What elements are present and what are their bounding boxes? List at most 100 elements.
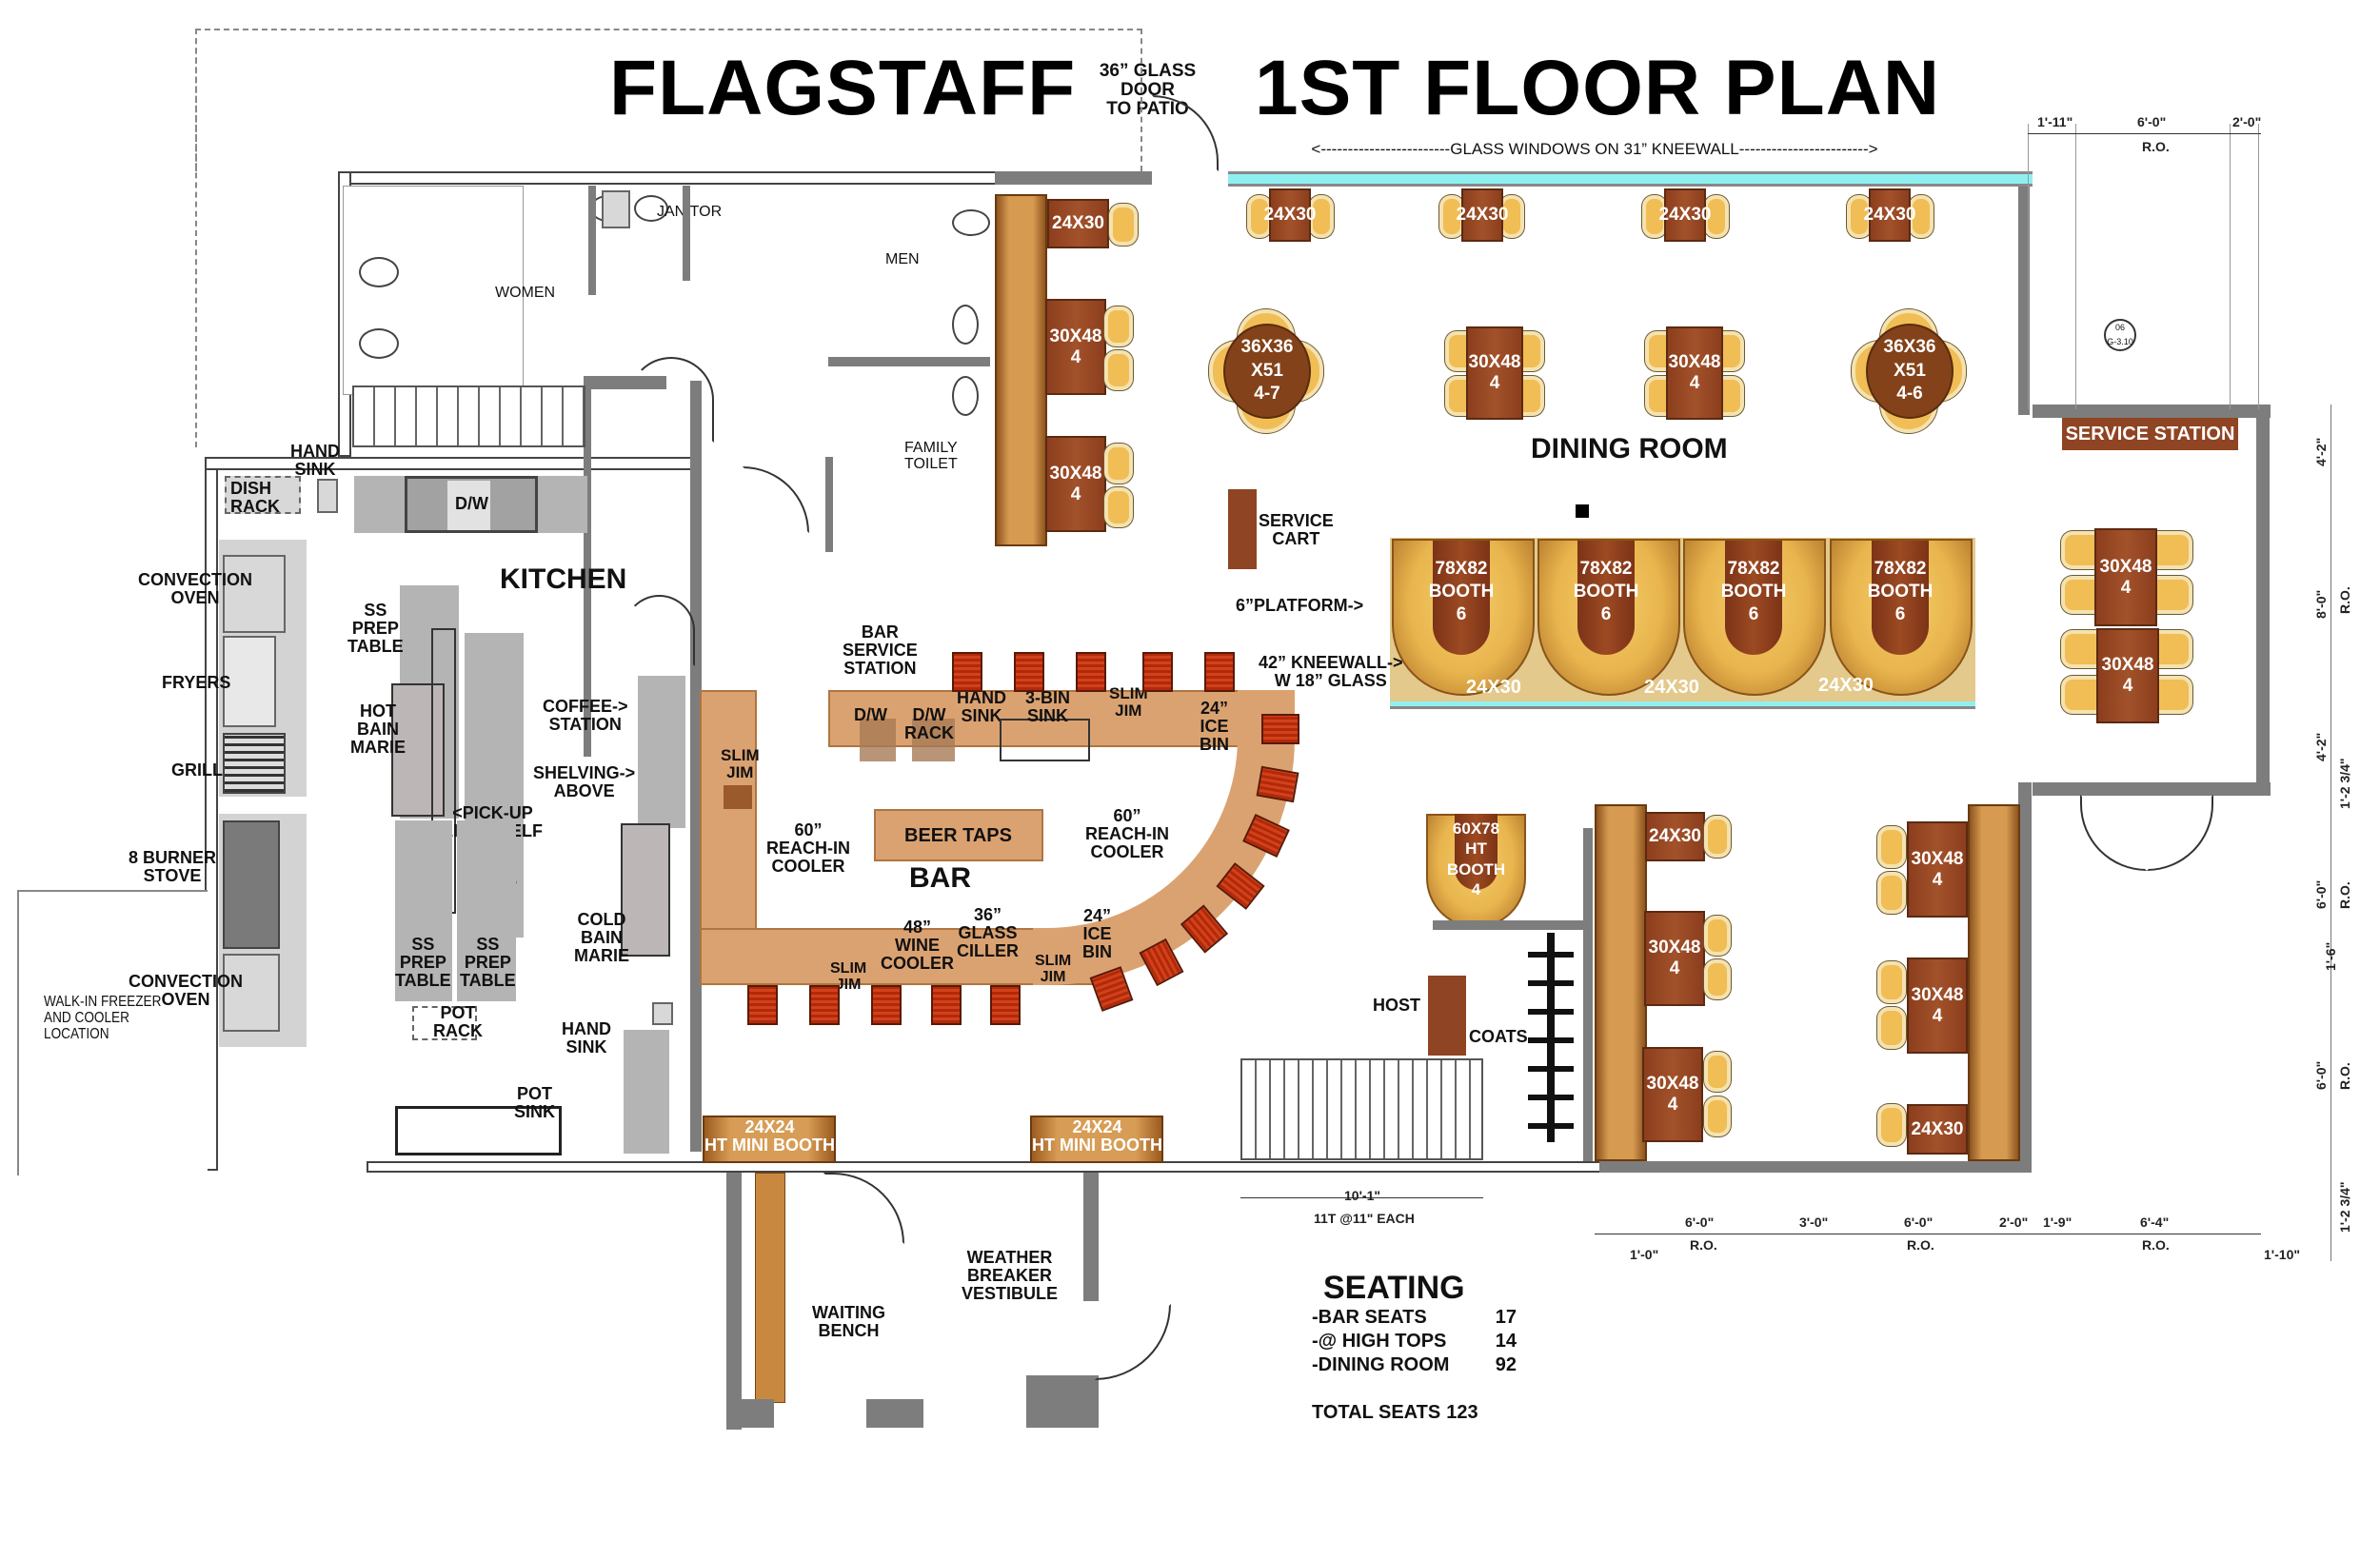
burner-stove-label: 8 BURNER STOVE: [129, 848, 217, 885]
room-women: WOMEN: [495, 285, 556, 301]
dim-bottom-ro-1: R.O.: [1690, 1237, 1717, 1253]
chair: [1909, 195, 1934, 238]
dim-bottom-5: 1'-9": [2043, 1214, 2073, 1230]
dimension-line-right: [2330, 405, 2331, 1261]
entry-staircase: [1240, 1058, 1483, 1160]
dim-right-10: R.O.: [2337, 1062, 2352, 1090]
toilet-icon: [952, 305, 979, 345]
seating-row-value: 92: [1495, 1354, 1517, 1375]
dimension-extension: [2258, 124, 2259, 409]
grill-label: GRILL: [171, 760, 223, 780]
host-label: HOST: [1373, 996, 1421, 1015]
seating-heading: SEATING: [1323, 1270, 1465, 1306]
bar-stool: [1014, 652, 1044, 692]
north-glass-windows: [1228, 171, 2033, 187]
seating-total: TOTAL SEATS 123: [1312, 1401, 1517, 1425]
bar-stool: [1204, 652, 1235, 692]
vestibule-door-swing-icon: [1095, 1304, 1171, 1380]
fryers: [223, 636, 276, 727]
dimension-extension: [2075, 124, 2076, 409]
service-station: SERVICE STATION: [2062, 418, 2238, 450]
dimension-extension: [2230, 124, 2231, 409]
kitchen-north-wall: [205, 457, 700, 470]
chair: [1877, 1104, 1906, 1146]
slim-jim-left-label: SLIM JIM: [721, 746, 760, 781]
ht-booth-wall: [1433, 920, 1590, 930]
chair: [1499, 195, 1524, 238]
three-bin-sink-label: 3-BIN SINK: [1025, 688, 1071, 725]
seating-row-value: 14: [1495, 1331, 1517, 1352]
bar-stool: [1076, 652, 1106, 692]
ht-booth-table: 60X78 HT BOOTH 4: [1447, 814, 1505, 898]
hot-bain-marie-label: HOT BAIN MARIE: [350, 701, 406, 757]
pot-rack: [412, 1006, 477, 1040]
bar-hand-sink-label: HAND SINK: [957, 688, 1006, 725]
chair: [1704, 816, 1731, 858]
vestibule-south-wall: [1026, 1375, 1099, 1428]
dim-bottom-ro-3: R.O.: [2142, 1237, 2170, 1253]
shelf-unit: [624, 1030, 669, 1154]
door-swing-icon: [624, 595, 695, 666]
hand-sink-icon: [317, 479, 338, 513]
mini-booth-2-label: 24X24 HT MINI BOOTH: [1032, 1117, 1162, 1155]
door-swing-icon: [628, 357, 714, 443]
dim-right-1: 4'-2": [2313, 437, 2329, 466]
cold-bain-marie-label: COLD BAIN MARIE: [574, 910, 629, 965]
dim-top-1: 1'-11": [2037, 114, 2073, 129]
host-stand: [1428, 976, 1466, 1056]
pot-sink: [395, 1106, 562, 1155]
bar-dishwasher: [860, 719, 896, 761]
convection-oven-top: [223, 555, 286, 633]
seating-row-label: -BAR SEATS: [1312, 1307, 1427, 1328]
dim-right-3: R.O.: [2337, 586, 2352, 614]
center-table-1: 30X48 4: [1466, 326, 1523, 420]
seating-total-value: 123: [1446, 1402, 1478, 1423]
mini-booth-1-label: 24X24 HT MINI BOOTH: [704, 1117, 835, 1155]
room-dining: DINING ROOM: [1531, 433, 1728, 464]
dim-top-3: 2'-0": [2232, 114, 2262, 129]
right-bar-table-3: 24X30: [1907, 1104, 1968, 1155]
chair: [1877, 961, 1906, 1003]
dim-bottom-1: 6'-0": [1685, 1214, 1715, 1230]
dim-bottom-6: 6'-4": [2140, 1214, 2170, 1230]
right-table-2: 30X48 4: [2096, 628, 2159, 723]
bar-stool: [747, 985, 778, 1025]
vestibule-east-wall: [1083, 1173, 1099, 1301]
ss-prep-table-top-label: SS PREP TABLE: [347, 601, 404, 656]
round-table-2: 36X36 X51 4-6: [1866, 324, 1954, 419]
chair: [1704, 1052, 1731, 1092]
toilet-icon: [359, 257, 399, 287]
room-men: MEN: [885, 251, 920, 267]
bar-dw-rack-label: D/W RACK: [904, 705, 954, 742]
wall-table-left-3: 30X48 4: [1045, 436, 1106, 532]
toilet-icon: [952, 376, 979, 416]
bar-stool: [871, 985, 902, 1025]
chair: [1109, 204, 1138, 246]
chair: [1704, 916, 1731, 956]
pot-sink-label: POT SINK: [514, 1084, 556, 1121]
glass-ciller-label: 36” GLASS CILLER: [957, 905, 1019, 960]
ss-prep-table-left: [395, 820, 452, 1001]
kneewall-glass: [1390, 701, 1975, 709]
window-table-1: 24X30: [1264, 188, 1316, 242]
chair: [1847, 195, 1872, 238]
hand-sink-bottom-label: HAND SINK: [562, 1019, 611, 1056]
hand-sink-label-top: HAND SINK: [290, 442, 340, 479]
south-wall: [367, 1161, 1652, 1173]
coats-wall: [1583, 828, 1593, 1161]
booth-table-2: 78X82 BOOTH 6: [1574, 541, 1638, 655]
slim-jim-left: [724, 785, 752, 809]
seating-row-bar: -BAR SEATS 17: [1312, 1306, 1517, 1330]
restroom-wall: [828, 357, 990, 366]
window-table-4: 24X30: [1864, 188, 1915, 242]
chair: [1642, 195, 1667, 238]
waiting-bench: [755, 1173, 785, 1403]
restroom-wall: [588, 186, 596, 295]
title-flagstaff: FLAGSTAFF: [609, 45, 1077, 131]
slim-jim-bottom-right-label: SLIM JIM: [1035, 953, 1072, 985]
dim-bottom-small-2: 1'-10": [2264, 1247, 2300, 1262]
dish-rack-label: DISH RACK: [230, 479, 280, 516]
north-wall-segment: [995, 171, 1152, 185]
room-kitchen: KITCHEN: [500, 563, 627, 595]
round-table-1: 36X36 X51 4-7: [1223, 324, 1311, 419]
